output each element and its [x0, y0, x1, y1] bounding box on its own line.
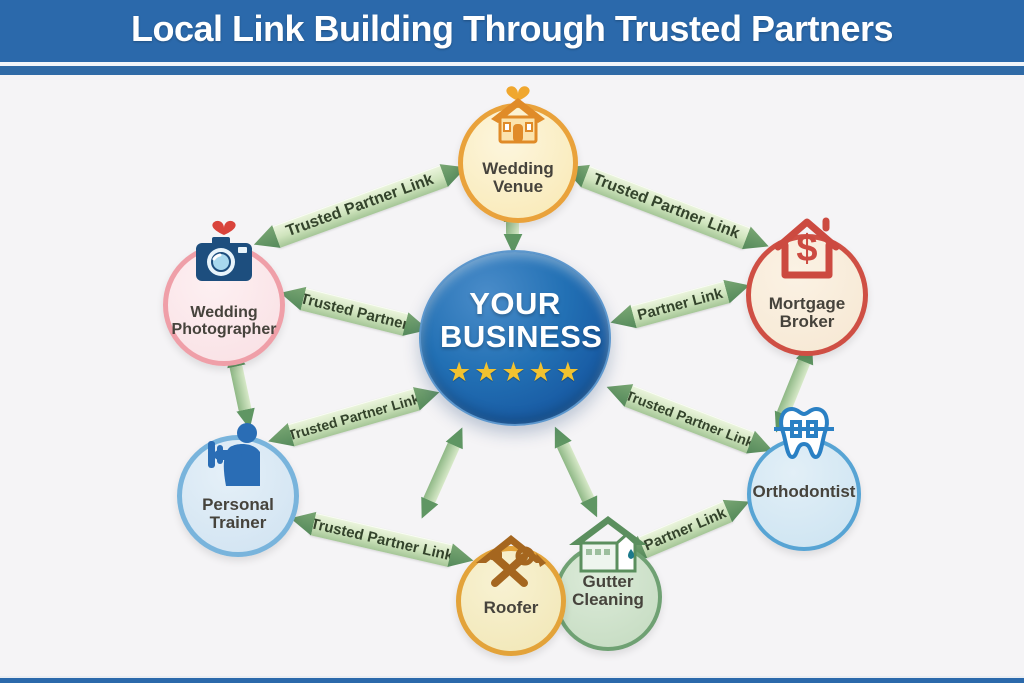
- trainer-dumbbell-icon: [208, 423, 260, 486]
- node-label: Wedding Venue: [482, 159, 554, 197]
- link-photographer-venue: Trusted Partner Link: [248, 152, 471, 259]
- link-label: Trusted Partner Link: [590, 170, 742, 243]
- link-photographer-business: Trusted Partner: [276, 277, 429, 344]
- link-band: Trusted Partner Link: [269, 163, 451, 249]
- heart-house-icon: [491, 86, 545, 144]
- node-label: Wedding Photographer: [171, 304, 277, 339]
- header-bar: Local Link Building Through Trusted Part…: [0, 0, 1024, 62]
- footer-divider: [0, 676, 1024, 678]
- link-label: Partner Link: [641, 504, 729, 554]
- node-label: Gutter Cleaning: [572, 572, 644, 610]
- node-mortgage-broker: $ Mortgage Broker: [746, 217, 868, 356]
- node-roofer: Roofer: [456, 535, 566, 656]
- link-trainer-roofer: Trusted Partner Link: [287, 503, 473, 576]
- link-business-orthodontist: Trusted Partner Link: [601, 372, 769, 462]
- link-label: Partner Link: [635, 284, 725, 324]
- link-band: Trusted Partner Link: [285, 386, 423, 447]
- node-gutter-cleaning: Gutter Cleaning: [554, 516, 662, 651]
- link-band: Partner Link: [627, 279, 733, 329]
- five-star-rating: ★★★★★: [446, 356, 584, 387]
- link-band: Trusted Partner Link: [578, 164, 754, 250]
- header-divider: [0, 62, 1024, 66]
- dollar-house-icon: $: [774, 217, 840, 279]
- your-business-node: YOUR BUSINESS ★★★★★: [419, 250, 611, 426]
- node-wedding-photographer: Wedding Photographer: [163, 220, 285, 366]
- node-label: Roofer: [483, 598, 539, 617]
- link-trainer-business: Trusted Partner Link: [264, 381, 429, 456]
- your-business-label: YOUR BUSINESS: [440, 286, 603, 354]
- gutter-house-icon: [569, 516, 647, 573]
- header-stripe: [0, 66, 1024, 75]
- arrow-band: [423, 441, 461, 505]
- link-label: Trusted Partner Link: [286, 390, 422, 444]
- link-venue-mortgage: Trusted Partner Link: [558, 153, 775, 262]
- node-personal-trainer: Personal Trainer: [177, 423, 299, 557]
- link-label: Trusted Partner: [298, 289, 411, 334]
- node-label: Mortgage Broker: [768, 294, 846, 332]
- tooth-braces-icon: [774, 407, 834, 459]
- page-title: Local Link Building Through Trusted Part…: [130, 8, 894, 49]
- arrow-business-gutter: [543, 421, 609, 523]
- node-label: Orthodontist: [752, 482, 856, 501]
- camera-heart-icon: [196, 220, 252, 281]
- roof-tools-icon: [476, 535, 546, 587]
- node-label: Personal Trainer: [202, 495, 274, 533]
- arrow-business-roofer: [410, 422, 474, 524]
- arrow-band: [229, 363, 253, 413]
- svg-text:$: $: [796, 228, 817, 270]
- link-business-mortgage: Partner Link: [606, 270, 753, 338]
- link-band: Trusted Partner Link: [622, 383, 758, 454]
- arrowhead-icon: [410, 495, 442, 524]
- node-wedding-venue: Wedding Venue: [458, 86, 578, 223]
- link-label: Trusted Partner Link: [623, 386, 757, 451]
- node-orthodontist: Orthodontist: [747, 407, 861, 551]
- link-label: Trusted Partner Link: [283, 170, 436, 241]
- footer-stripe: [0, 678, 1024, 683]
- arrow-band: [556, 440, 596, 504]
- link-band: Trusted Partner: [297, 286, 411, 336]
